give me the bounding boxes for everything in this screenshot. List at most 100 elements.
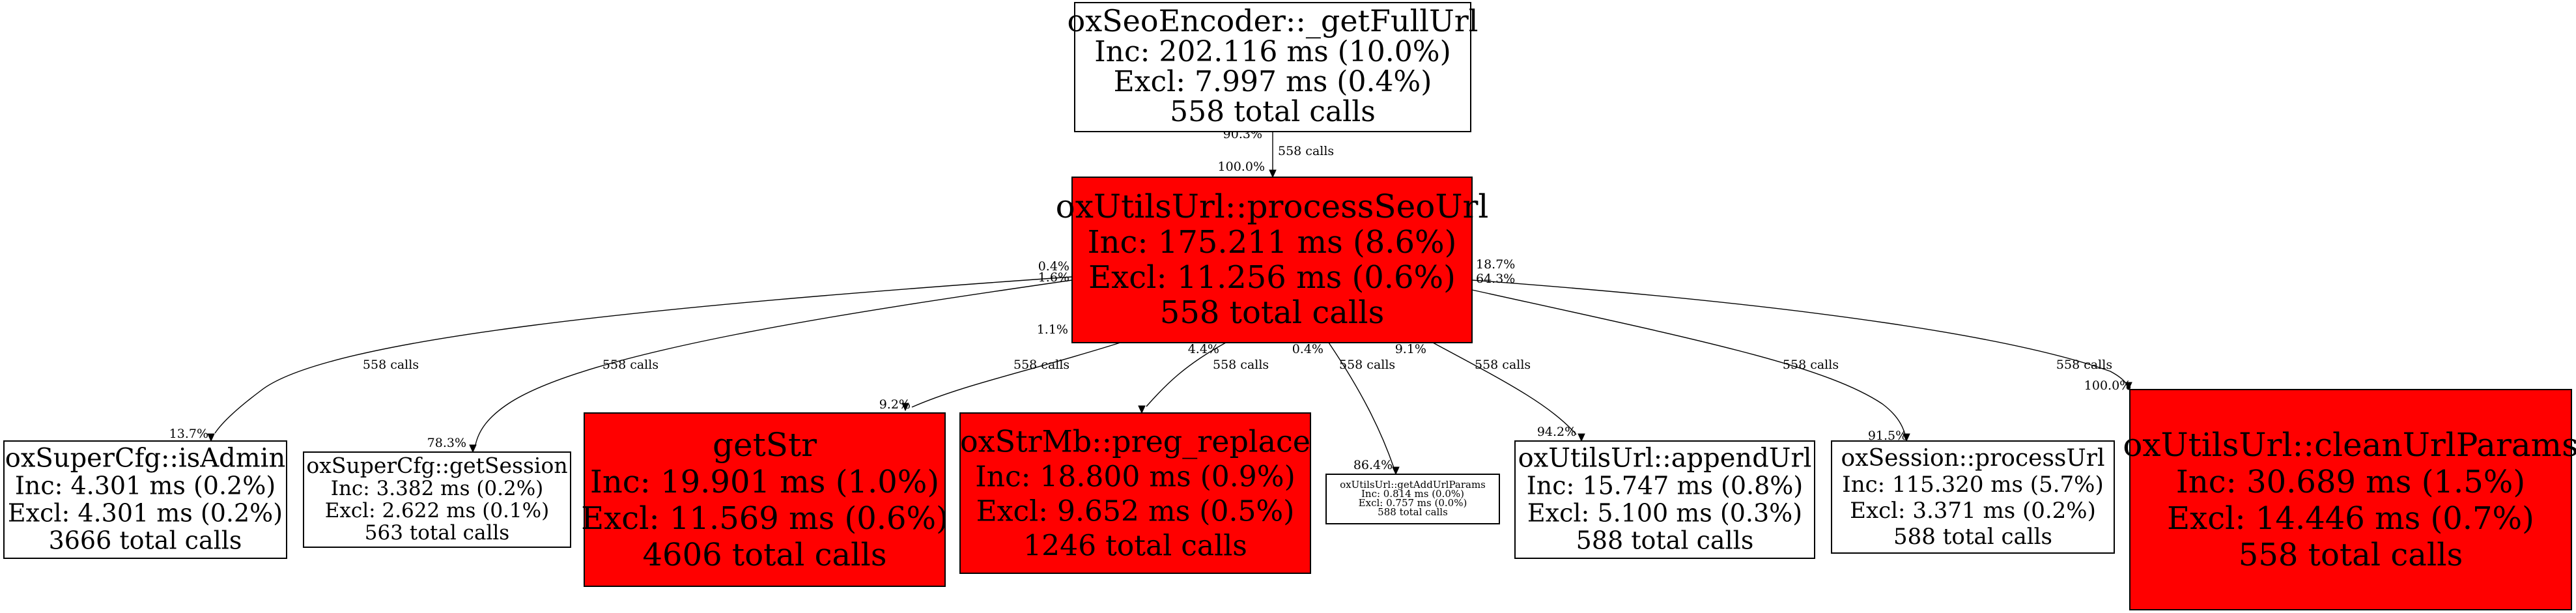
node-exclusive-time: Excl: 2.622 ms (0.1%) [325,499,549,522]
edge-line [1146,342,1226,407]
edge-processSeoUrl-to-isAdmin: 558 calls 0.4% 13.7% [169,259,1073,442]
edge-caller-percent: 0.4% [1292,342,1323,356]
edge-calls-label: 558 calls [2056,358,2112,372]
edge-calls-label: 558 calls [1278,144,1334,158]
node-total-calls: 588 total calls [1576,526,1754,555]
node-total-calls: 3666 total calls [49,526,242,555]
edge-caller-percent: 0.4% [1038,259,1069,274]
node-inclusive-time: Inc: 3.382 ms (0.2%) [331,477,544,500]
edge-caller-percent: 64.3% [1476,272,1515,286]
node-box [584,412,946,587]
node-total-calls: 563 total calls [365,521,509,545]
edge-line [1432,342,1577,435]
node-box [1071,177,1473,343]
arrow-head-icon [469,444,477,453]
edge-calls-label: 558 calls [1213,358,1269,372]
edge-caller-percent: 1.1% [1037,322,1068,337]
node-total-calls: 558 total calls [2239,537,2463,573]
arrow-head-icon [1269,169,1277,178]
node-exclusive-time: Excl: 3.371 ms (0.2%) [1850,498,2096,524]
edge-callee-percent: 94.2% [1537,425,1576,439]
node-inclusive-time: Inc: 15.747 ms (0.8%) [1527,472,1804,500]
edge-callee-percent: 100.0% [1218,160,1265,174]
node-total-calls: 558 total calls [1170,95,1376,128]
node-function-name: oxSession::processUrl [1841,445,2105,472]
edge-line [1471,289,1906,435]
node-function-name: oxSeoEncoder::_getFullUrl [1068,3,1479,38]
node-inclusive-time: Inc: 0.814 ms (0.0%) [1361,488,1464,500]
node-function-name: oxSuperCfg::isAdmin [5,444,285,474]
arrow-head-icon [2125,382,2132,391]
node-inclusive-time: Inc: 115.320 ms (5.7%) [1842,472,2103,498]
node-inclusive-time: Inc: 175.211 ms (8.6%) [1088,224,1457,261]
node-box [1325,474,1500,524]
edge-caller-percent: 1.6% [1038,270,1069,285]
node-function-name: oxUtilsUrl::getAddUrlParams [1340,479,1486,491]
edge-callee-percent: 13.7% [169,427,208,441]
edge-line [214,276,1073,434]
edge-calls-label: 558 calls [363,358,419,372]
node-function-name: getStr [713,426,817,464]
node-box [303,451,571,548]
node-inclusive-time: Inc: 202.116 ms (10.0%) [1094,35,1451,68]
node-exclusive-time: Excl: 7.997 ms (0.4%) [1114,65,1432,98]
node-box [1831,440,2115,554]
node-exclusive-time: Excl: 14.446 ms (0.7%) [2167,500,2534,537]
edge-callee-percent: 86.4% [1353,458,1393,472]
node-total-calls: 588 total calls [1378,506,1448,518]
edge-line [911,342,1121,408]
edge-line [1471,279,2127,385]
node-exclusive-time: Excl: 0.757 ms (0.0%) [1359,497,1467,509]
arrow-head-icon [1578,433,1585,442]
edge-callee-percent: 91.5% [1868,429,1907,443]
node-function-name: oxUtilsUrl::appendUrl [1518,444,1812,474]
node-exclusive-time: Excl: 11.569 ms (0.6%) [581,500,948,537]
edge-processSeoUrl-to-processUrl: 558 calls 64.3% 91.5% [1471,272,1910,443]
node-function-name: oxStrMb::preg_replace [960,423,1310,459]
node-total-calls: 1246 total calls [1023,529,1247,562]
node-exclusive-time: Excl: 5.100 ms (0.3%) [1527,499,1802,528]
arrow-head-icon [1392,466,1400,476]
edge-calls-label: 558 calls [1339,358,1395,372]
arrow-head-icon [1903,433,1910,442]
edge-calls-label: 558 calls [1783,358,1839,372]
node-total-calls: 558 total calls [1160,294,1384,331]
node-exclusive-time: Excl: 4.301 ms (0.2%) [8,499,283,528]
node-exclusive-time: Excl: 11.256 ms (0.6%) [1088,259,1456,296]
node-total-calls: 4606 total calls [643,537,887,573]
node-total-calls: 588 total calls [1893,524,2052,550]
edge-caller-percent: 9.1% [1395,342,1426,356]
node-box [1514,440,1815,559]
node-function-name: oxSuperCfg::getSession [306,453,567,478]
node-inclusive-time: Inc: 19.901 ms (1.0%) [590,464,939,500]
arrow-head-icon [207,433,215,442]
edge-calls-label: 558 calls [1475,358,1531,372]
edge-calls-label: 558 calls [602,358,658,372]
node-inclusive-time: Inc: 30.689 ms (1.5%) [2176,464,2525,500]
node-inclusive-time: Inc: 18.800 ms (0.9%) [975,460,1295,493]
edge-caller-percent: 4.4% [1188,342,1219,356]
edge-line [1328,342,1394,468]
node-function-name: oxUtilsUrl::processSeoUrl [1056,188,1489,225]
node-box [959,412,1311,574]
node-box [1074,2,1471,132]
edge-callee-percent: 100.0% [2084,378,2131,393]
node-box [3,440,287,559]
